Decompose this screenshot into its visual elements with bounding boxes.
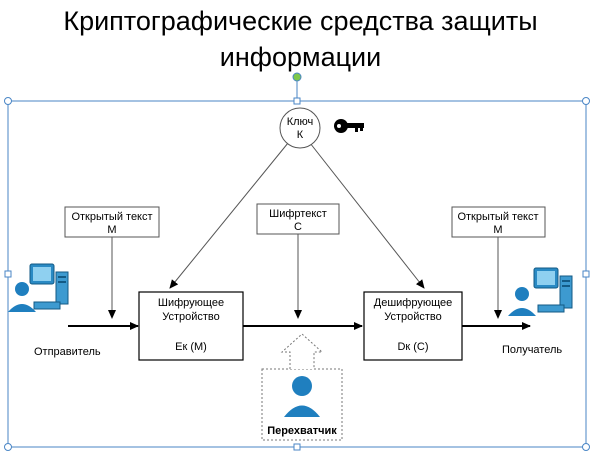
plaintext-in-box [64, 206, 160, 238]
resize-handle-tl[interactable] [4, 97, 12, 105]
resize-handle-bl[interactable] [4, 443, 12, 451]
encryptor-label-2: Устройство [162, 311, 220, 323]
selection-frame[interactable] [7, 100, 587, 448]
resize-handle-br[interactable] [582, 443, 590, 451]
plaintext-in-symbol: М [107, 224, 116, 236]
sender-person-icon [8, 282, 36, 312]
ciphertext-label: Шифртекст [269, 208, 327, 220]
interceptor-label: Перехватчик [267, 425, 337, 437]
ciphertext-symbol: С [294, 221, 302, 233]
receiver-person-icon [508, 287, 536, 316]
decryptor-label-1: Дешифрующее [374, 297, 453, 309]
key-label: Ключ [287, 116, 314, 128]
decryptor-formula: Dк (С) [397, 341, 428, 353]
key-node: Ключ К [279, 107, 321, 149]
plaintext-out-symbol: М [493, 224, 502, 236]
title-line-1: Криптографические средства защиты [63, 6, 538, 36]
rotate-handle[interactable] [292, 72, 302, 82]
key-icon [334, 119, 364, 133]
encryptor-formula: Ек (М) [175, 341, 207, 353]
sender-label: Отправитель [34, 346, 101, 358]
resize-handle-b[interactable] [293, 443, 301, 451]
decryptor-box [363, 291, 463, 361]
title-line-2: информации [219, 42, 382, 72]
sender-computer-icon [29, 263, 69, 310]
resize-handle-r[interactable] [582, 270, 590, 278]
resize-handle-t[interactable] [293, 97, 301, 105]
resize-handle-l[interactable] [4, 270, 12, 278]
interception-arrow [280, 333, 324, 369]
decryptor-label-2: Устройство [384, 311, 442, 323]
interceptor-person-icon [284, 376, 320, 417]
plaintext-out-box [451, 206, 546, 238]
encryptor-label-1: Шифрующее [158, 297, 224, 309]
key-to-encryptor-line [169, 142, 289, 289]
receiver-label: Получатель [502, 344, 562, 356]
encryptor-box [138, 291, 244, 361]
plaintext-out-label: Открытый текст [457, 211, 538, 223]
key-to-decryptor-line [309, 142, 425, 289]
receiver-computer-icon [533, 267, 573, 313]
resize-handle-tr[interactable] [582, 97, 590, 105]
key-symbol: К [297, 129, 304, 141]
plaintext-in-label: Открытый текст [71, 211, 152, 223]
